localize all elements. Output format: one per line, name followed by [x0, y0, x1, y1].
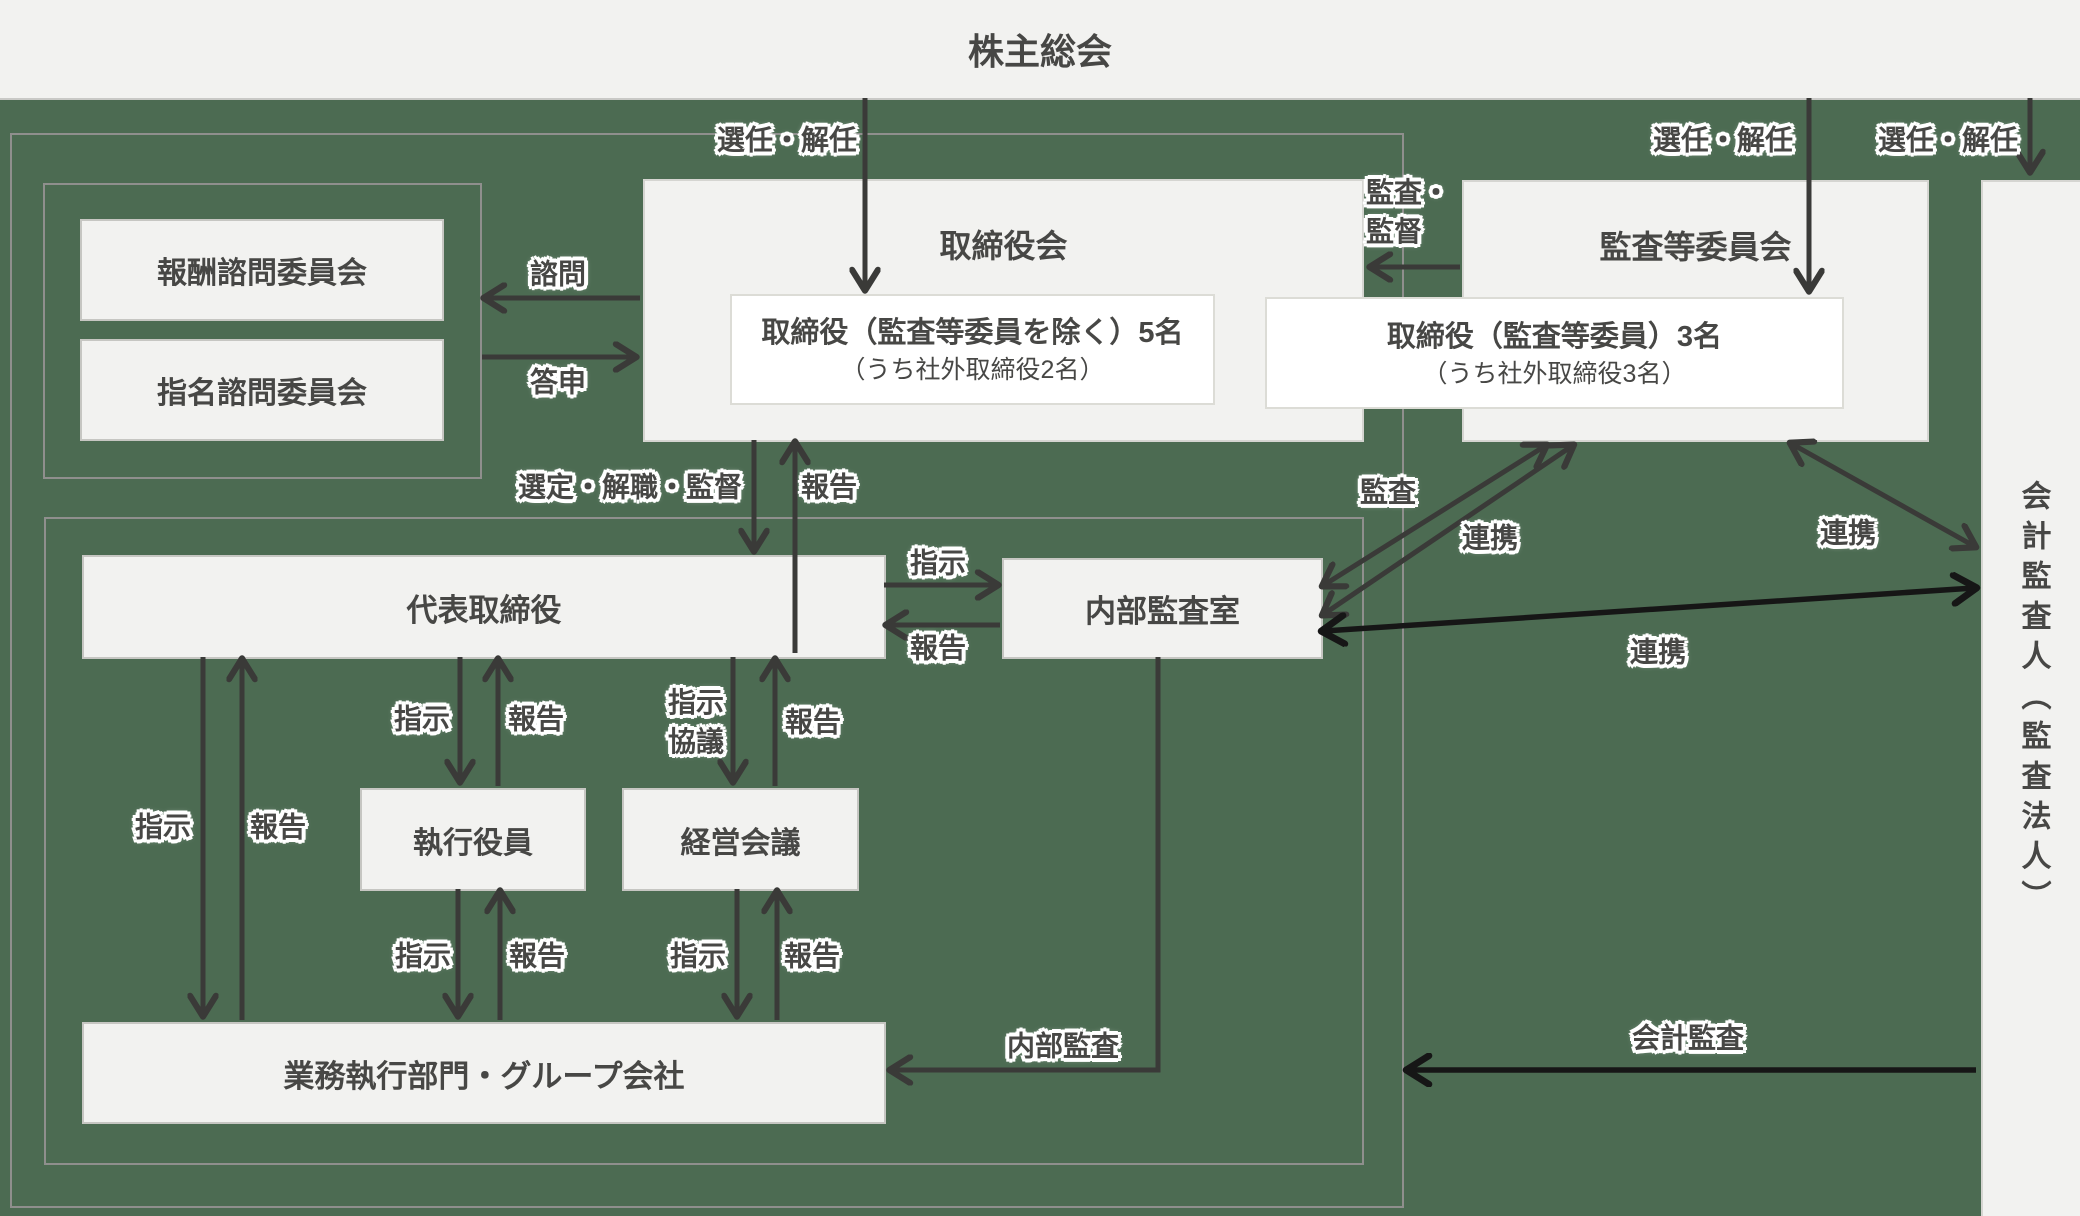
audit-members-main: 取締役（監査等委員）3名: [1386, 320, 1723, 353]
internal-audit-office-label: 内部監査室: [1085, 594, 1240, 629]
label-accounting-audit: 会計監査: [1631, 1022, 1745, 1054]
label-report-back: 答申: [529, 366, 587, 398]
management-meeting-box: 経営会議: [622, 788, 859, 891]
label-instruct-mgmt-top: 指示 協議: [668, 683, 724, 761]
compensation-committee-label: 報酬諮問委員会: [157, 257, 367, 290]
shareholders-meeting-bar: 株主総会: [0, 0, 2080, 100]
board-members-box: 取締役（監査等委員を除く）5名 （うち社外取締役2名）: [730, 294, 1215, 405]
label-appoint-accounting: 選任・解任: [1877, 124, 2019, 156]
label-instruct-exec-bottom: 指示: [394, 940, 452, 972]
accounting-auditor-label: 会計監査人（監査法人）: [2016, 480, 2050, 920]
label-select-dismiss: 選定・解職・監督: [517, 471, 743, 503]
label-instruct-mgmt-line1: 指示: [667, 686, 725, 718]
execution-frame: [44, 517, 1364, 1165]
board-of-directors-title: 取締役会: [939, 228, 1068, 264]
label-cooperation-right: 連携: [1819, 517, 1877, 549]
board-members-sub: （うち社外取締役2名）: [840, 356, 1105, 385]
shareholders-meeting-label: 株主総会: [967, 31, 1112, 72]
label-instruct-internal-audit: 指示: [909, 547, 967, 579]
label-instruct-mgmt-line2: 協議: [667, 726, 725, 757]
label-report-exec-bottom: 報告: [508, 940, 566, 972]
nomination-committee-label: 指名諮問委員会: [157, 377, 367, 410]
management-meeting-label: 経営会議: [680, 826, 801, 860]
board-members-main: 取締役（監査等委員を除く）5名: [761, 317, 1184, 350]
label-audit-supervision: 監査・ 監督: [1366, 173, 1450, 251]
label-report-mgmt-top: 報告: [784, 706, 842, 738]
label-appoint-board: 選任・解任: [716, 124, 858, 156]
representative-director-box: 代表取締役: [82, 555, 886, 659]
label-instruct-left: 指示: [134, 811, 192, 843]
accounting-auditor-bar: 会計監査人（監査法人）: [1981, 180, 2080, 1216]
audit-members-box: 取締役（監査等委員）3名 （うち社外取締役3名）: [1265, 297, 1844, 409]
arrow-cooperation-long: [1324, 588, 1974, 631]
executive-officers-box: 執行役員: [360, 788, 586, 891]
label-report-mgmt-bottom: 報告: [783, 940, 841, 972]
operating-divisions-label: 業務執行部門・グループ会社: [283, 1058, 685, 1094]
label-report-to-board: 報告: [800, 471, 858, 503]
audit-members-sub: （うち社外取締役3名）: [1422, 359, 1687, 388]
label-appoint-audit: 選任・解任: [1652, 124, 1794, 156]
label-audit-supervision-line2: 監督: [1365, 216, 1423, 247]
outer-governance-frame: [10, 133, 1404, 1208]
label-instruct-mgmt-bottom: 指示: [669, 940, 727, 972]
label-internal-audit: 内部監査: [1006, 1030, 1120, 1062]
label-consultation: 諮問: [529, 258, 587, 290]
audit-committee-title: 監査等委員会: [1599, 229, 1792, 265]
operating-divisions-box: 業務執行部門・グループ会社: [82, 1022, 886, 1124]
label-instruct-exec-top: 指示: [393, 703, 451, 735]
nomination-committee-box: 指名諮問委員会: [80, 339, 444, 441]
label-audit-supervision-line1: 監査・: [1365, 176, 1451, 208]
executive-officers-label: 執行役員: [413, 826, 533, 860]
advisory-committees-frame: [43, 183, 482, 479]
label-report-left: 報告: [249, 811, 307, 843]
compensation-committee-box: 報酬諮問委員会: [80, 219, 444, 321]
internal-audit-office-box: 内部監査室: [1002, 558, 1323, 659]
representative-director-label: 代表取締役: [406, 592, 562, 628]
label-audit-diagonal: 監査: [1359, 476, 1417, 508]
label-cooperation-diagonal: 連携: [1461, 522, 1519, 554]
label-cooperation-long: 連携: [1629, 636, 1687, 668]
label-report-internal-audit: 報告: [909, 632, 967, 664]
label-report-exec-top: 報告: [507, 703, 565, 735]
